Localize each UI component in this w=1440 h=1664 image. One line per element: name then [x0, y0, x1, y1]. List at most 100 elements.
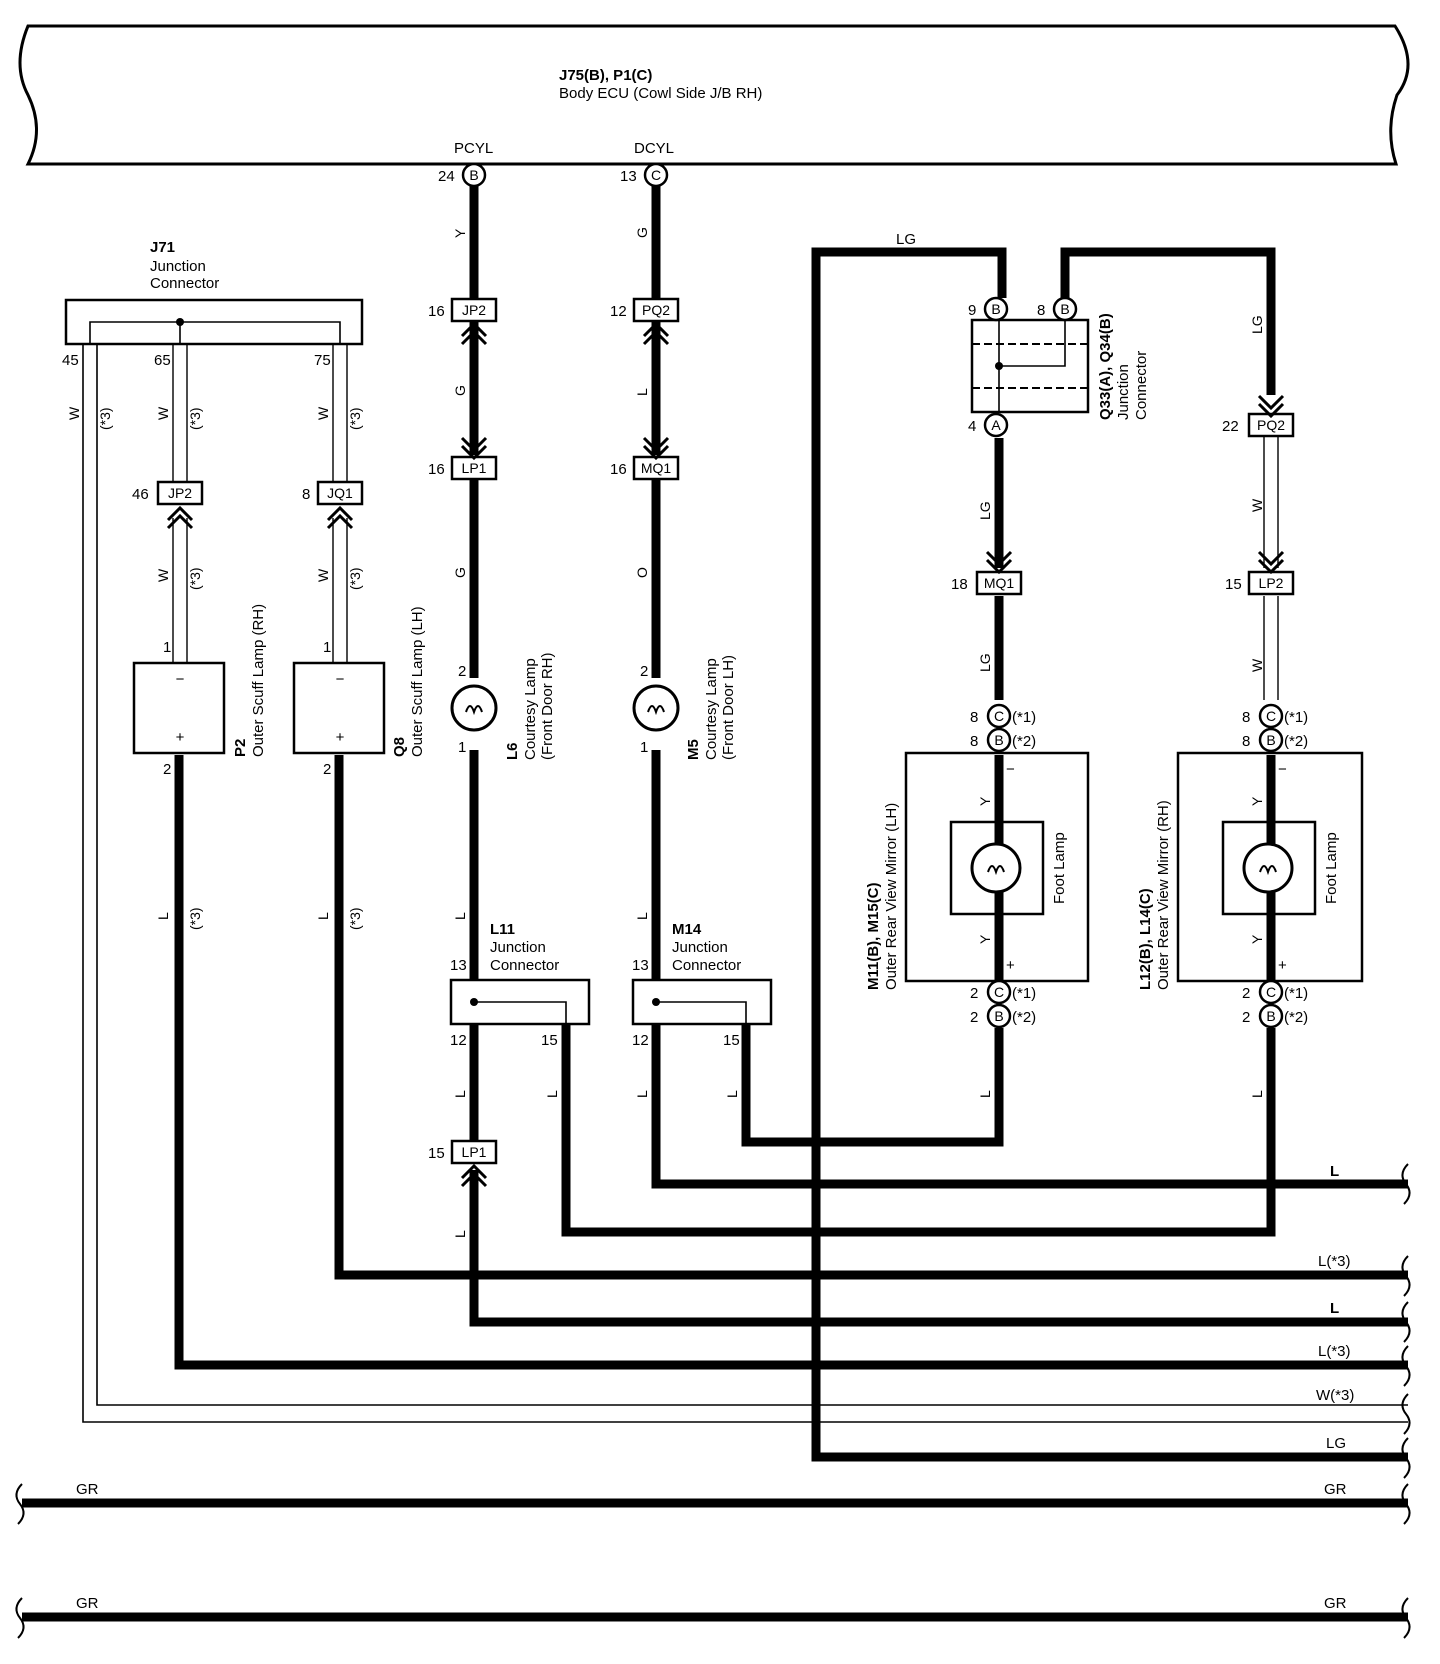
connector-chevrons — [166, 321, 1285, 1188]
wire-label: L — [1330, 1300, 1339, 1317]
wire-label: W — [315, 406, 331, 420]
wire-label: Y — [1249, 934, 1265, 944]
pin-number: 75 — [314, 352, 331, 369]
m11-name: Outer Rear View Mirror (LH) — [883, 803, 900, 990]
p2-name: Outer Scuff Lamp (RH) — [250, 604, 267, 757]
pin-number: 2 — [1242, 1009, 1250, 1026]
wire-label: L — [1330, 1163, 1339, 1180]
pin-conn-label: B — [1060, 301, 1069, 317]
wire-label: L(*3) — [1318, 1253, 1351, 1270]
pin-number: 24 — [438, 168, 455, 185]
connector-lp1: LP1 — [462, 460, 487, 476]
m5-code: M5 — [685, 739, 702, 760]
wire-label: L — [634, 1090, 650, 1098]
ecu-name: Body ECU (Cowl Side J/B RH) — [559, 85, 762, 102]
plus-sign: + — [336, 729, 345, 746]
q8-outer-scuff-lamp: − + 1 2 Q8 Outer Scuff Lamp (LH) — [292, 606, 426, 778]
inline-connectors: JP2 16 PQ2 12 LP1 16 MQ1 16 JP2 46 JQ1 8… — [132, 297, 1295, 1165]
note-label: (*1) — [1012, 985, 1036, 1002]
m5-courtesy-lamp: 2 1 M5 Courtesy Lamp (Front Door LH) — [632, 655, 737, 760]
pin-number: 1 — [458, 739, 466, 756]
note-label: (*1) — [1012, 709, 1036, 726]
j71-name: Junction — [150, 258, 206, 275]
pin-number: 15 — [541, 1032, 558, 1049]
pin-number: 16 — [428, 461, 445, 478]
connector-pq2: PQ2 — [642, 302, 670, 318]
ecu-pins: B 24 C 13 — [438, 162, 669, 188]
l11-junction-connector: L11 Junction Connector 13 12 15 — [449, 921, 591, 1049]
pin-number: 2 — [970, 1009, 978, 1026]
wire-label: LG — [977, 501, 993, 520]
wire-label: W — [155, 568, 171, 582]
minus-sign: − — [1006, 761, 1015, 778]
minus-sign: − — [176, 671, 185, 688]
thin-wires — [82, 343, 1408, 1423]
j71-code: J71 — [150, 239, 175, 256]
pin-conn-label: B — [469, 167, 478, 183]
pin-number: 12 — [632, 1032, 649, 1049]
wire-label: (*3) — [187, 907, 203, 930]
wire-label: W — [1249, 498, 1265, 512]
pin-conn-label: B — [994, 1008, 1003, 1024]
wire-label: LG — [896, 231, 916, 248]
l6-courtesy-lamp: 2 1 L6 Courtesy Lamp (Front Door RH) — [450, 652, 556, 760]
pin-number: 4 — [968, 418, 976, 435]
m14-junction-connector: M14 Junction Connector 13 12 15 — [631, 921, 773, 1049]
wire-label: (*3) — [347, 407, 363, 430]
pin-number: 65 — [154, 352, 171, 369]
wire-label: L — [1249, 1090, 1265, 1098]
pin-number: 8 — [970, 709, 978, 726]
pin-conn-label: B — [1266, 732, 1275, 748]
pin-number: 16 — [610, 461, 627, 478]
wire-label: L(*3) — [1318, 1343, 1351, 1360]
pin-conn-label: B — [994, 732, 1003, 748]
m14-name: Connector — [672, 957, 741, 974]
bulb-icon — [1259, 865, 1277, 876]
m11-code: M11(B), M15(C) — [865, 882, 882, 990]
pin-number: 8 — [1242, 733, 1250, 750]
wire-label: L — [315, 912, 331, 920]
wire-label: G — [452, 385, 468, 396]
pin-number: 8 — [970, 733, 978, 750]
m5-name: Courtesy Lamp — [703, 658, 720, 760]
note-label: (*1) — [1284, 709, 1308, 726]
pin-number: 1 — [640, 739, 648, 756]
pin-number: 16 — [428, 303, 445, 320]
minus-sign: − — [1278, 761, 1287, 778]
pin-conn-label: C — [1266, 708, 1276, 724]
pin-number: 15 — [428, 1145, 445, 1162]
pin-conn-label: C — [1266, 984, 1276, 1000]
m5-name: (Front Door LH) — [720, 655, 737, 760]
pin-conn-label: A — [991, 417, 1001, 433]
pin-number: 18 — [951, 576, 968, 593]
wire-label: Y — [452, 228, 468, 238]
pin-number: 1 — [323, 639, 331, 656]
ecu-terminal-pcyl: PCYL — [454, 140, 493, 157]
pin-number: 2 — [163, 761, 171, 778]
wire-label: W — [315, 568, 331, 582]
thick-wires — [22, 185, 1408, 1622]
wire-label: (*3) — [187, 567, 203, 590]
l11-name: Junction — [490, 939, 546, 956]
pin-conn-label: C — [651, 167, 661, 183]
wire-label: L — [634, 388, 650, 396]
minus-sign: − — [336, 671, 345, 688]
q8-name: Outer Scuff Lamp (LH) — [409, 606, 426, 757]
note-label: (*2) — [1012, 733, 1036, 750]
wire-label: GR — [1324, 1595, 1347, 1612]
bulb-icon — [647, 705, 665, 716]
wire-label: LG — [977, 653, 993, 672]
horizontal-wire-labels: LG L L(*3) L L(*3) W(*3) LG GR GR GR GR — [76, 231, 1354, 1612]
connector-lp2: LP2 — [1259, 575, 1284, 591]
pin-conn-label: B — [1266, 1008, 1275, 1024]
foot-lamp-label: Foot Lamp — [1323, 832, 1340, 904]
pin-conn-label: C — [994, 708, 1004, 724]
wire-color-labels: Y G G L G O L L L L L L L W (*3) W (*3) … — [66, 227, 1265, 1238]
q33-code: Q33(A), Q34(B) — [1097, 313, 1114, 420]
plus-sign: + — [1006, 957, 1015, 974]
j71-junction-connector: J71 Junction Connector 45 65 75 — [62, 239, 364, 369]
q33-name: Connector — [1133, 351, 1150, 420]
pin-number: 45 — [62, 352, 79, 369]
wire-label: (*3) — [347, 567, 363, 590]
wire-label: GR — [76, 1481, 99, 1498]
